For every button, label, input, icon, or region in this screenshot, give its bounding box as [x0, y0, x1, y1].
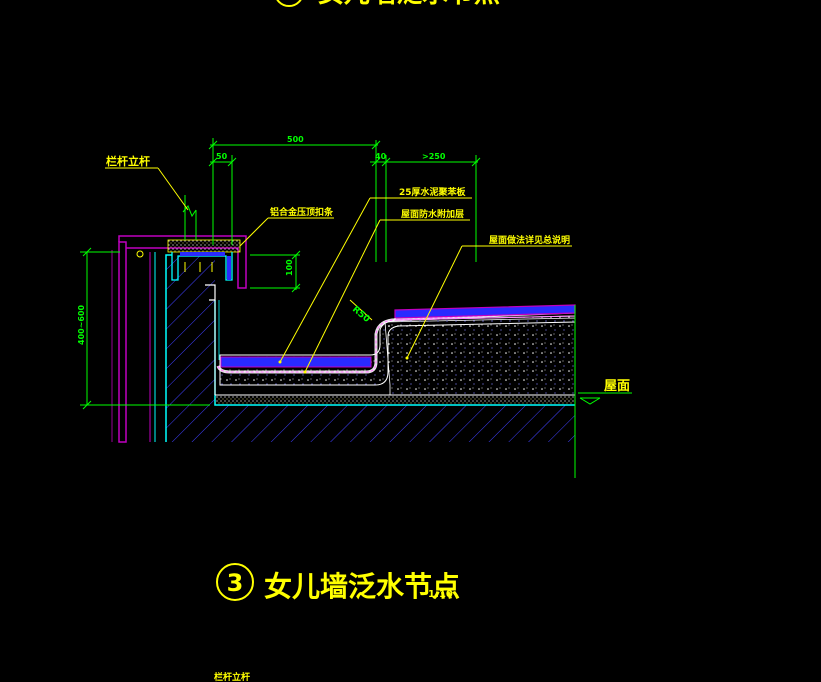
- dim-250: >250: [422, 152, 446, 161]
- roof-level-marker-icon: [579, 397, 601, 405]
- dim-height: 400~600: [77, 304, 86, 345]
- top-title-text: 女儿墙泛水节点: [318, 0, 500, 9]
- bottom-partial-label: 栏杆立杆: [214, 671, 250, 682]
- label-aluminum-cap: 铝合金压顶扣条: [270, 206, 334, 218]
- label-railing-post: 栏杆立杆: [106, 154, 150, 168]
- dim-40: 40: [375, 152, 387, 161]
- label-cement-board: 25厚水泥聚苯板: [399, 186, 467, 198]
- title-circle-icon: [276, 0, 302, 7]
- drawing-title: 3 女儿墙泛水节点 1:10: [216, 563, 460, 603]
- label-waterproof-layer: 屋面防水附加层: [401, 208, 464, 220]
- waterproofing-layers: [214, 300, 576, 404]
- leader-lines: [105, 167, 572, 373]
- title-number: 3: [227, 569, 244, 597]
- top-partial-title: 女儿墙泛水节点: [276, 0, 500, 9]
- title-text: 女儿墙泛水节点: [264, 570, 460, 603]
- label-r50: R50: [350, 305, 371, 325]
- title-number-circle-icon: [216, 563, 254, 601]
- dim-100: 100: [285, 259, 294, 276]
- title-scale: 1:10: [428, 589, 453, 600]
- parapet-cladding: [111, 241, 156, 443]
- label-roof-layers: 屋面做法详见总说明: [489, 234, 570, 246]
- dim-50: 50: [216, 152, 228, 161]
- label-roof: 屋面: [604, 379, 630, 394]
- dimensions: [80, 138, 632, 478]
- dim-500: 500: [287, 135, 304, 144]
